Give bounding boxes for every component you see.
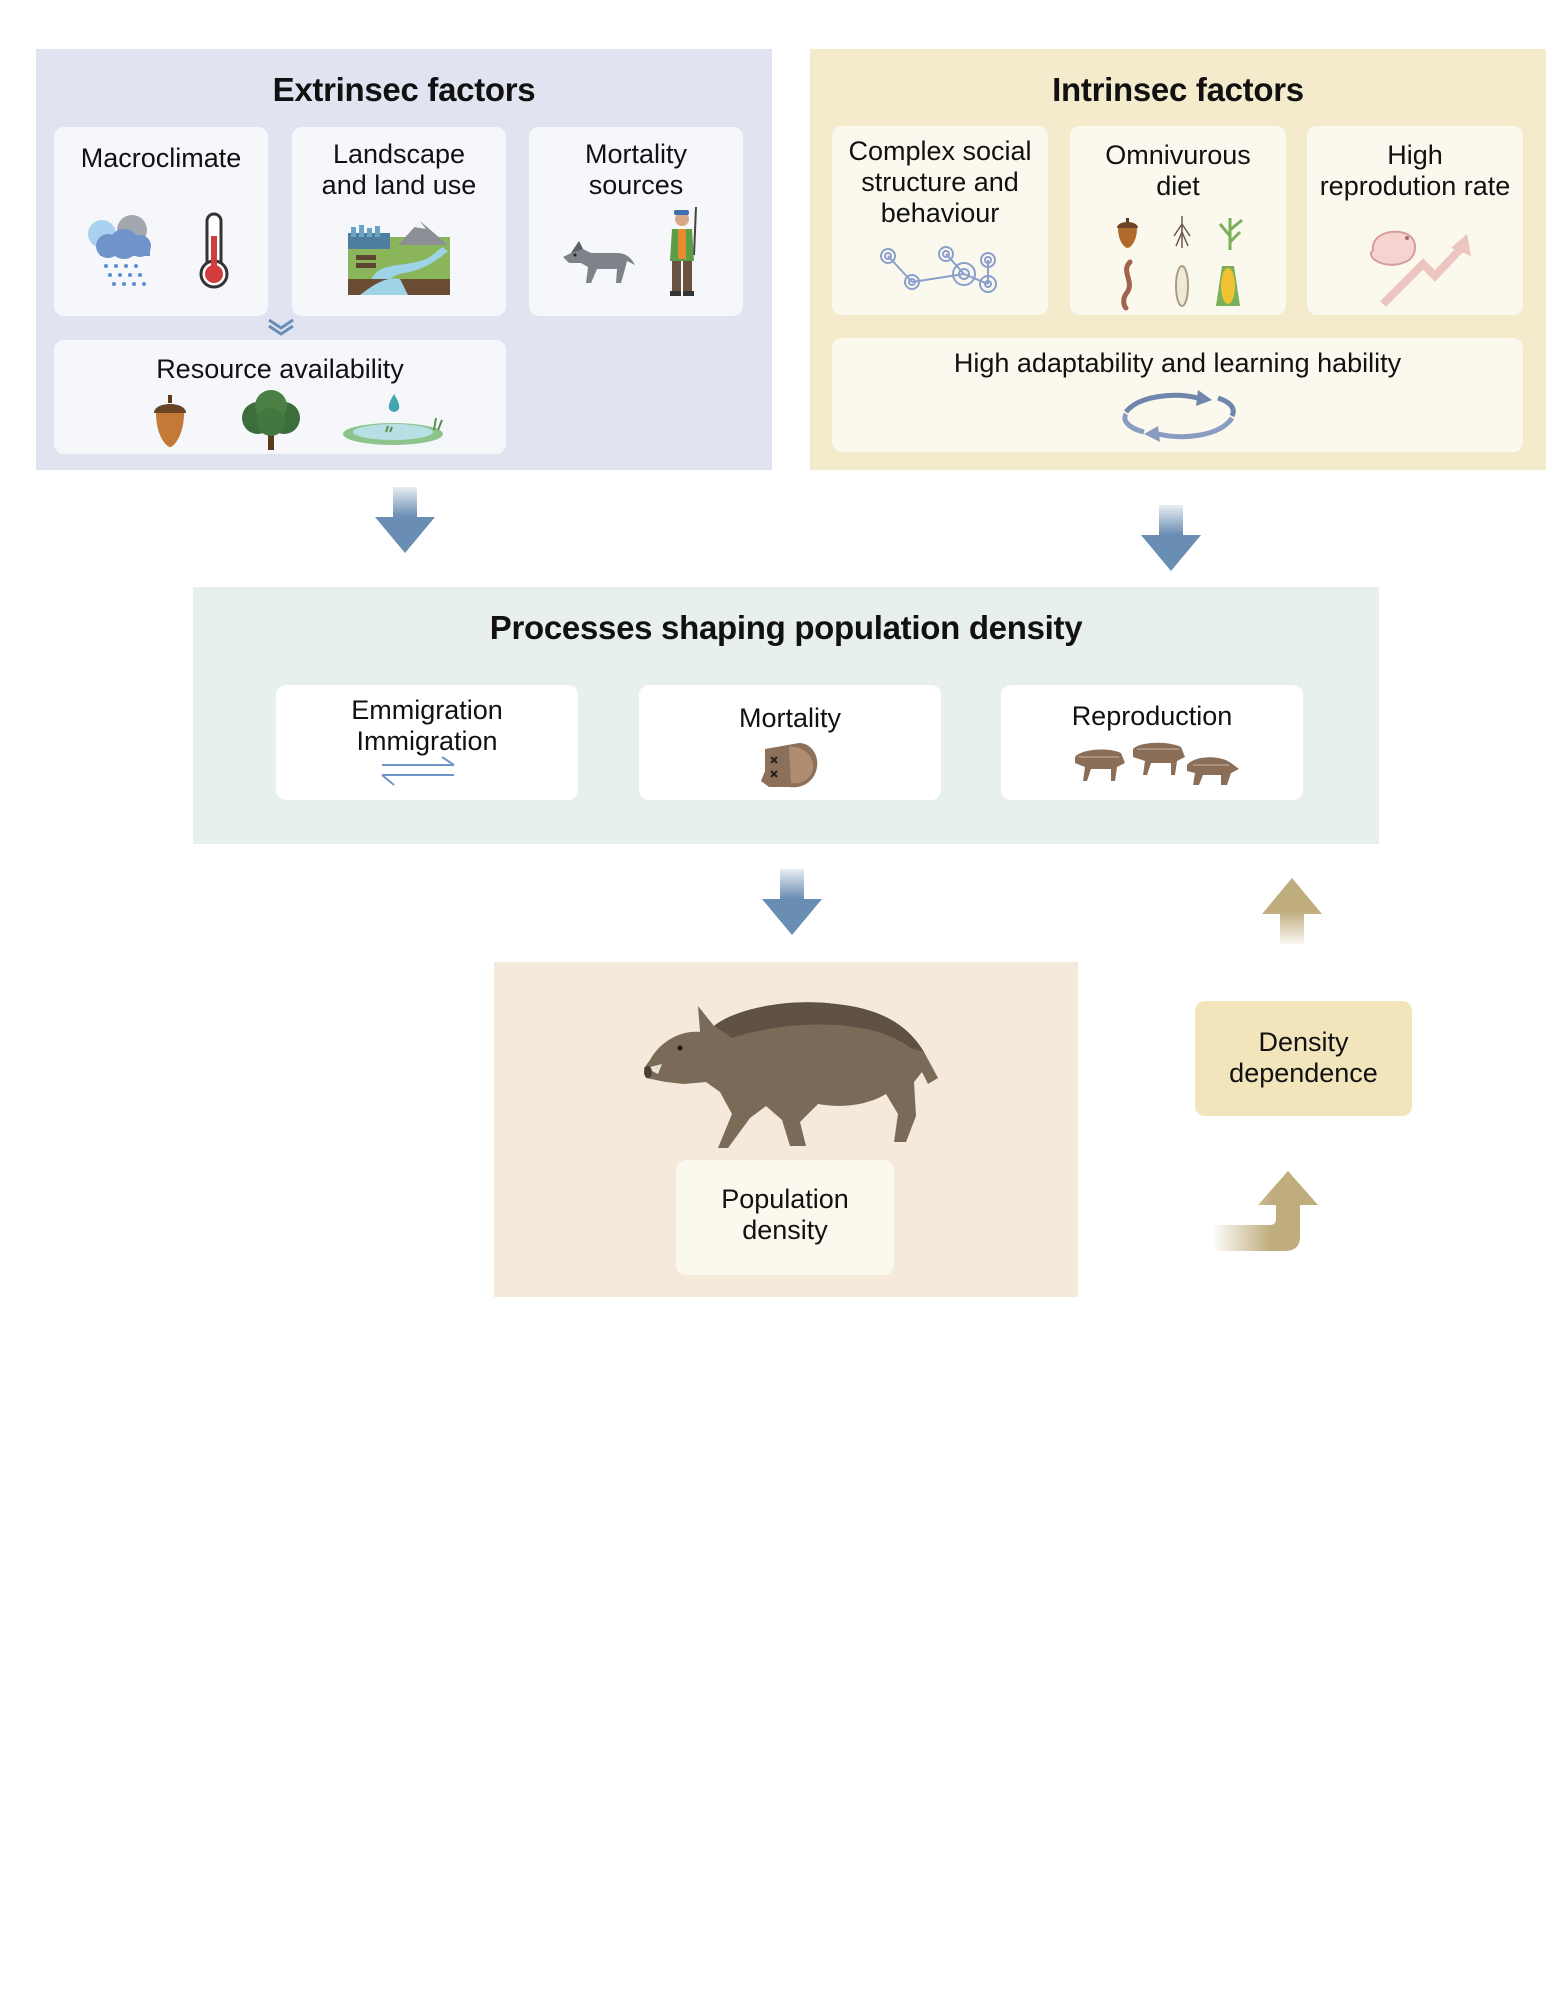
extrinsic-factors-title: Extrinsec factors xyxy=(272,71,536,108)
piglets-icon xyxy=(1071,741,1247,787)
mortality-sources-label: Mortality sources xyxy=(584,139,687,200)
migration-label: Emmigration Immigration xyxy=(351,695,503,756)
pond-icon xyxy=(340,390,446,446)
omnivorous-diet-card: Omnivurous diet xyxy=(1070,126,1286,315)
diet-icon xyxy=(1110,216,1250,311)
adaptability-label: High adaptability and learning hability xyxy=(953,348,1402,378)
down-arrow-extrinsic xyxy=(375,487,435,553)
cloud-rain-icon xyxy=(82,212,162,292)
wolf-icon xyxy=(561,235,637,285)
migration-card: Emmigration Immigration xyxy=(276,685,578,800)
dead-boar-icon xyxy=(759,741,821,791)
mortality-sources-card: Mortality sources xyxy=(529,127,743,316)
macroclimate-card: Macroclimate xyxy=(54,127,268,316)
elbow-arrow-feedback xyxy=(1214,1171,1326,1253)
landscape-label: Landscape and land use xyxy=(321,139,477,200)
exchange-arrows-icon xyxy=(380,755,456,787)
landscape-card: Landscape and land use xyxy=(292,127,506,316)
processes-title: Processes shaping population density xyxy=(489,609,1083,646)
resource-availability-label: Resource availability xyxy=(156,354,404,384)
population-panel: Population density xyxy=(494,962,1078,1297)
down-arrow-intrinsic xyxy=(1141,505,1201,571)
cycle-arrows-icon xyxy=(1114,388,1244,444)
processes-panel: Processes shaping population density Emm… xyxy=(193,587,1379,844)
high-reproduction-rate-card: High reprodution rate xyxy=(1307,126,1523,315)
landscape-icon xyxy=(348,217,450,295)
high-reproduction-rate-label: High reprodution rate xyxy=(1319,140,1511,201)
reproduction-label: Reproduction xyxy=(1071,701,1233,731)
resource-availability-card: Resource availability xyxy=(54,340,506,454)
omnivorous-diet-label: Omnivurous diet xyxy=(1105,140,1251,201)
thermometer-icon xyxy=(194,212,234,290)
extrinsic-factors-panel: Extrinsec factors Macroclimate xyxy=(36,49,772,470)
intrinsic-factors-title: Intrinsec factors xyxy=(1052,71,1304,108)
up-arrow-feedback xyxy=(1262,878,1322,944)
social-structure-card: Complex social structure and behaviour xyxy=(832,126,1048,315)
social-network-icon xyxy=(876,246,1006,304)
mortality-card: Mortality xyxy=(639,685,941,800)
hunter-icon xyxy=(664,205,704,297)
reproduction-card: Reproduction xyxy=(1001,685,1303,800)
intrinsic-factors-panel: Intrinsec factors Complex social structu… xyxy=(810,49,1546,470)
density-dependence-card: Density dependence xyxy=(1195,1001,1412,1116)
chevron-down-icon xyxy=(266,317,296,337)
adaptability-card: High adaptability and learning hability xyxy=(832,338,1523,452)
population-density-label: Population density xyxy=(721,1184,849,1245)
wild-boar-illustration xyxy=(640,982,940,1150)
tree-icon xyxy=(240,390,302,450)
social-structure-label: Complex social structure and behaviour xyxy=(848,136,1032,228)
density-dependence-label: Density dependence xyxy=(1229,1027,1378,1088)
population-density-card: Population density xyxy=(676,1160,894,1275)
down-arrow-processes xyxy=(762,869,822,935)
acorn-icon xyxy=(152,395,188,449)
embryo-growth-icon xyxy=(1363,226,1473,307)
macroclimate-label: Macroclimate xyxy=(80,143,242,173)
mortality-label: Mortality xyxy=(738,703,841,733)
